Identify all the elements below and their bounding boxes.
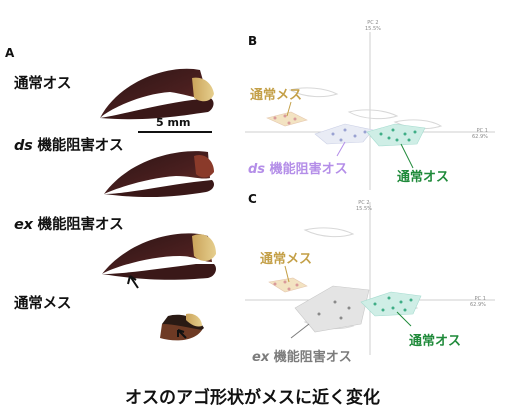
pca-c-label-ex-male: ex 機能阻害オス bbox=[252, 350, 352, 365]
row-label-normal-male: 通常オス bbox=[14, 76, 72, 92]
scale-bar-label: 5 mm bbox=[156, 116, 191, 129]
row-label-ex-male: ex 機能阻害オス bbox=[14, 217, 124, 233]
pca-b-label-ds-male: ds 機能阻害オス bbox=[248, 162, 348, 177]
panel-a-letter: A bbox=[5, 46, 15, 60]
scale-bar bbox=[138, 131, 212, 133]
mandible-normal-female bbox=[160, 313, 204, 341]
row-label-ds-male: ds 機能阻害オス bbox=[14, 138, 124, 154]
panel-c-letter: C bbox=[248, 192, 257, 206]
panel-b-letter: B bbox=[248, 34, 258, 48]
mandible-normal-male bbox=[100, 68, 214, 120]
pca-b-label-normal-female: 通常メス bbox=[250, 88, 303, 103]
mandible-ds-male bbox=[104, 151, 214, 198]
pca-c-label-normal-male: 通常オス bbox=[409, 334, 462, 349]
pca-b-label-normal-male: 通常オス bbox=[397, 170, 450, 185]
figure-caption: オスのアゴ形状がメスに近く変化 bbox=[125, 388, 380, 408]
pca-c-label-normal-female: 通常メス bbox=[260, 252, 313, 267]
row-label-normal-female: 通常メス bbox=[14, 296, 72, 312]
pca-plot-b bbox=[245, 32, 495, 190]
pca-plot-c bbox=[245, 202, 495, 355]
mandible-images bbox=[100, 68, 216, 341]
mandible-ex-male bbox=[102, 233, 216, 289]
